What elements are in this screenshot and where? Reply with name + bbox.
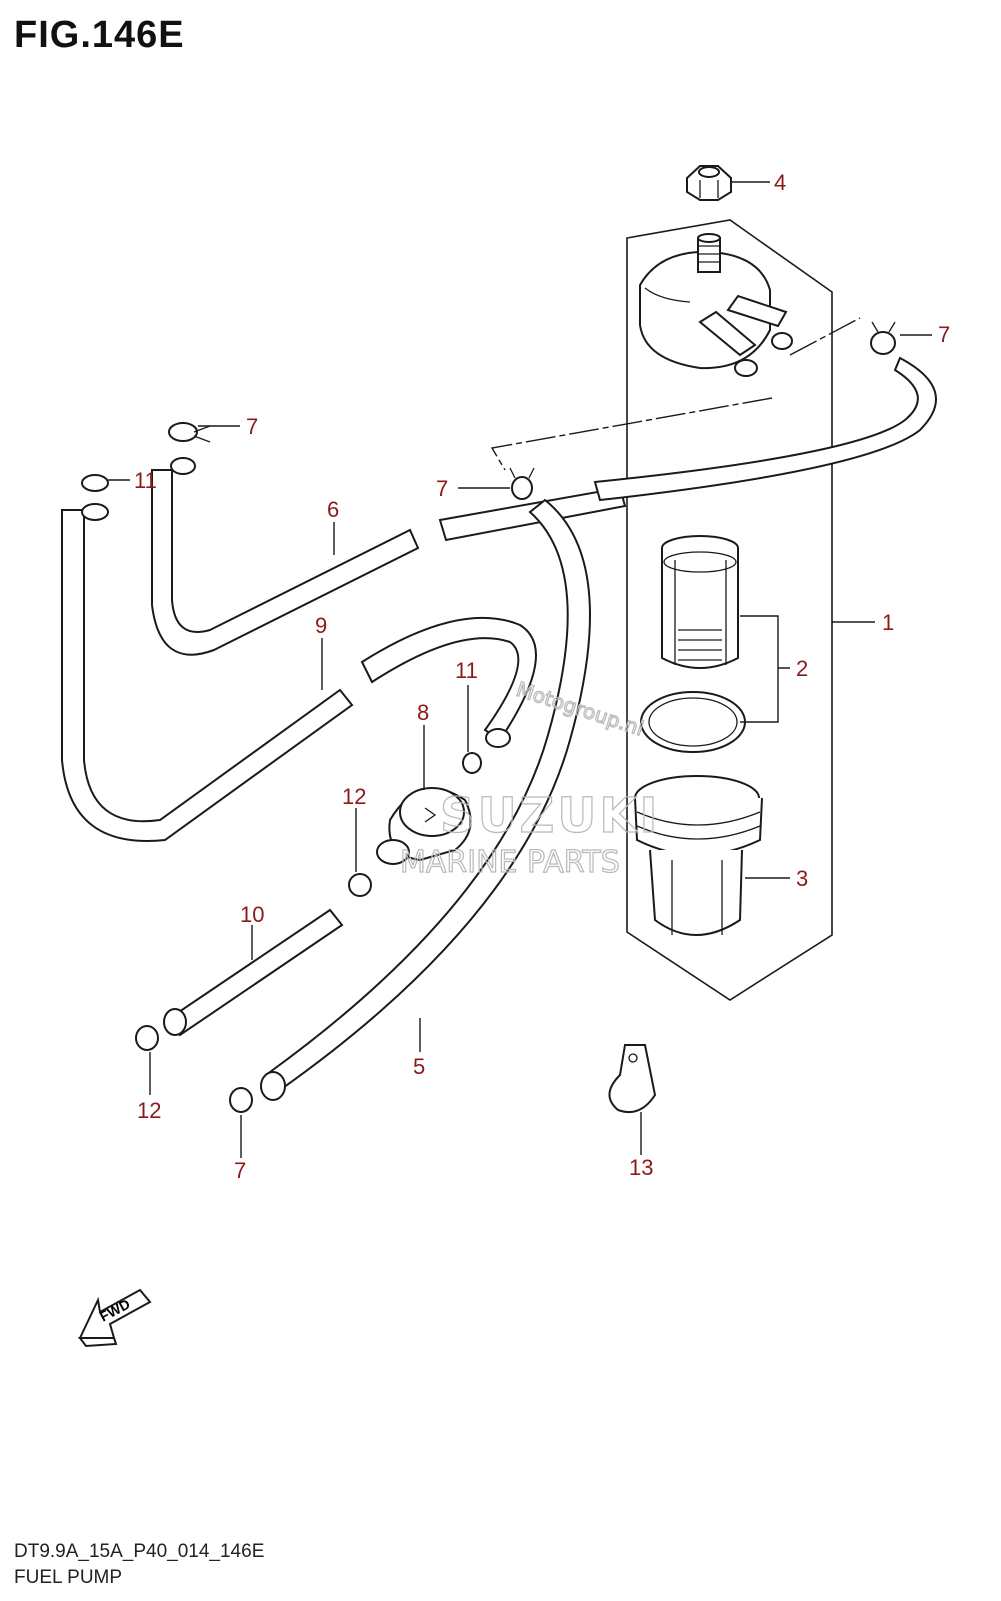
callout-9: 9	[315, 613, 327, 638]
figure-title: FIG.146E	[14, 14, 185, 56]
clip-7-right[interactable]	[870, 321, 896, 355]
callout-4: 4	[774, 170, 786, 195]
leader-lines	[108, 181, 932, 1158]
part-7-hose-right	[593, 356, 937, 502]
callout-7-mid: 7	[436, 476, 448, 501]
callout-11-top: 11	[134, 468, 157, 493]
clip-7-bottom[interactable]	[229, 1087, 253, 1113]
watermark-brand: SUZUKI	[440, 788, 660, 844]
clip-11-top[interactable]	[81, 474, 109, 492]
callout-10: 10	[240, 902, 264, 927]
clip-12-mid[interactable]	[348, 873, 372, 897]
callout-3: 3	[796, 866, 808, 891]
callout-7-top: 7	[246, 414, 258, 439]
callout-13: 13	[629, 1155, 653, 1180]
callout-7-right: 7	[938, 322, 950, 347]
part-9-hose	[360, 616, 537, 742]
part-11-hose-left	[61, 509, 354, 842]
figure-name: FUEL PUMP	[14, 1567, 123, 1588]
part-3-filter-cup[interactable]	[634, 775, 763, 936]
callout-11-mid: 11	[455, 658, 478, 683]
clip-12-bottom[interactable]	[135, 1025, 159, 1051]
callout-12-bottom: 12	[137, 1098, 161, 1123]
fwd-arrow-icon: FWD	[78, 1288, 152, 1348]
part-6-hose	[151, 469, 420, 656]
part-4-nut[interactable]	[686, 165, 732, 201]
figure-code: DT9.9A_15A_P40_014_146E	[14, 1541, 265, 1562]
callout-12-mid: 12	[342, 784, 366, 809]
part-8-inline-filter[interactable]	[376, 787, 472, 865]
clip-11-mid[interactable]	[462, 752, 482, 774]
callout-7-bottom: 7	[234, 1158, 246, 1183]
part-2-filter[interactable]	[640, 535, 746, 753]
part-13-clamp[interactable]	[608, 1044, 657, 1114]
assembly-frame	[626, 219, 833, 1001]
callout-5: 5	[413, 1054, 425, 1079]
clip-7-mid[interactable]	[509, 467, 535, 500]
routing-line	[490, 317, 861, 471]
clip-7-top[interactable]	[168, 422, 211, 443]
callout-6: 6	[327, 497, 339, 522]
watermark-sub: MARINE PARTS	[400, 845, 620, 880]
callout-1: 1	[882, 610, 894, 635]
fuel-pump-head[interactable]	[639, 233, 793, 377]
part-10-hose	[168, 908, 344, 1037]
callout-8: 8	[417, 700, 429, 725]
callout-2: 2	[796, 656, 808, 681]
